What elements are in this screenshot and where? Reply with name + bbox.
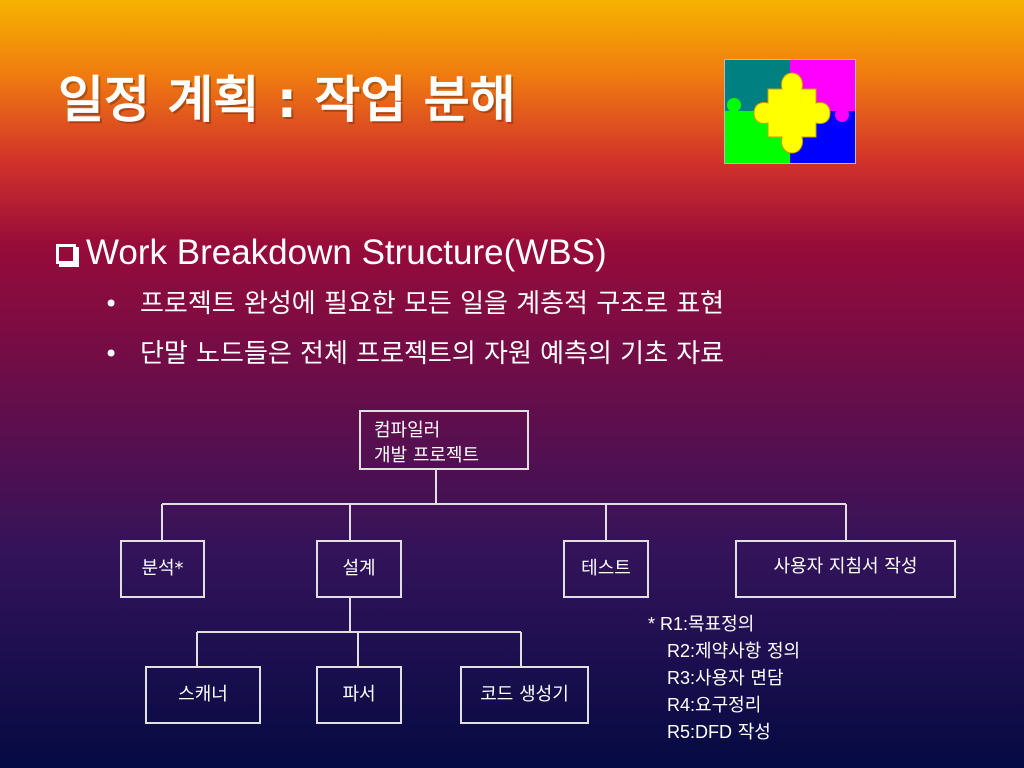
bullet-dot-icon: • [104, 290, 119, 318]
wbs-heading: Work Breakdown Structure(WBS) [56, 232, 607, 274]
node-label: 분석* [141, 558, 184, 579]
node-label: 파서 [342, 684, 376, 705]
footnote-line: R3:사용자 면담 [667, 668, 784, 689]
wbs-heading-text: Work Breakdown Structure(WBS) [86, 233, 607, 272]
root-label-line2: 개발 프로젝트 [374, 445, 480, 466]
footnote-line: * R1:목표정의 [648, 614, 755, 635]
wbs-node-design: 설계 [316, 540, 402, 598]
node-label: 설계 [342, 558, 376, 579]
checkbox-bullet-icon [56, 244, 76, 264]
node-label: 코드 생성기 [480, 684, 569, 705]
footnote-line: R2:제약사항 정의 [667, 641, 801, 662]
wbs-root-node: 컴파일러 개발 프로젝트 [359, 410, 529, 470]
footnote-line: R4:요구정리 [667, 695, 762, 716]
bullet-dot-icon: • [104, 340, 119, 368]
wbs-node-codegen: 코드 생성기 [460, 666, 589, 724]
puzzle-piece-yellow [753, 72, 831, 154]
wbs-node-analysis: 분석* [120, 540, 205, 598]
node-label: 테스트 [581, 558, 631, 579]
analysis-footnote: * R1:목표정의 R2:제약사항 정의 R3:사용자 면담 R4:요구정리 R… [648, 611, 800, 746]
wbs-node-test: 테스트 [563, 540, 649, 598]
puzzle-icon [724, 59, 856, 164]
wbs-node-user-manual: 사용자 지침서 작성 [735, 540, 956, 598]
node-label: 스캐너 [178, 684, 228, 705]
wbs-node-scanner: 스캐너 [145, 666, 261, 724]
bullet-text: 단말 노드들은 전체 프로젝트의 자원 예측의 기초 자료 [140, 339, 725, 369]
footnote-line: R5:DFD 작성 [667, 722, 771, 743]
root-label-line1: 컴파일러 [374, 420, 441, 441]
bullet-item: • 프로젝트 완성에 필요한 모든 일을 계층적 구조로 표현 [104, 287, 724, 321]
node-label: 사용자 지침서 작성 [773, 556, 918, 577]
slide-title: 일정 계획 : 작업 분해 [58, 71, 516, 129]
bullet-item: • 단말 노드들은 전체 프로젝트의 자원 예측의 기초 자료 [104, 337, 724, 371]
wbs-node-parser: 파서 [316, 666, 402, 724]
bullet-text: 프로젝트 완성에 필요한 모든 일을 계층적 구조로 표현 [140, 289, 725, 319]
